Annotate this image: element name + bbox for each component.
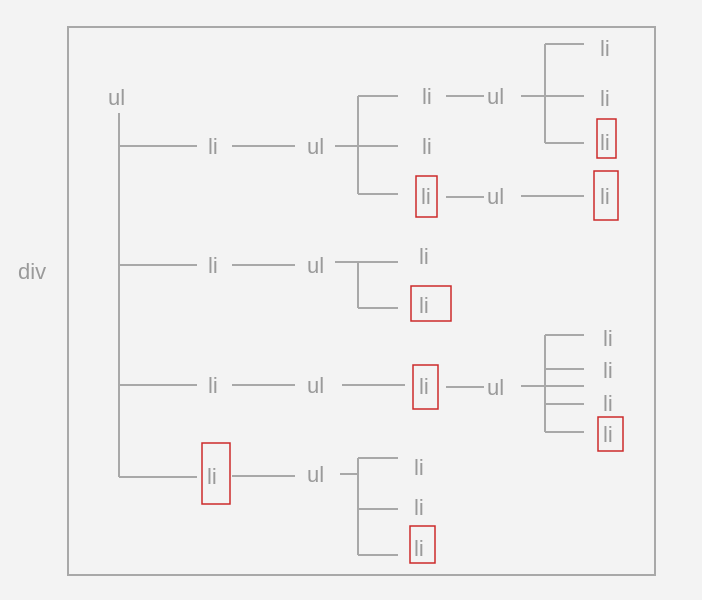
li-node: li	[603, 422, 613, 447]
li-node: li	[600, 130, 610, 155]
ul-node: ul	[307, 462, 324, 487]
ul-node: ul	[487, 84, 504, 109]
li-node: li	[208, 134, 218, 159]
li-node: li	[600, 184, 610, 209]
root-ul-label: ul	[108, 85, 125, 110]
root-connectors	[118, 113, 197, 478]
li-node: li	[414, 455, 424, 480]
leaf-highlight-box	[201, 442, 231, 505]
li-node: li	[600, 36, 610, 61]
ul-node: ul	[487, 375, 504, 400]
branch-3: li ul li ul li li li li	[208, 326, 624, 452]
li-node: li	[414, 495, 424, 520]
li-node: li	[208, 373, 218, 398]
leaf-highlight-box	[597, 416, 624, 452]
li-node: li	[600, 86, 610, 111]
li-node: li	[419, 374, 429, 399]
li-node: li	[422, 84, 432, 109]
leaf-highlight-box	[409, 525, 436, 564]
li-node: li	[208, 253, 218, 278]
li-node: li	[422, 134, 432, 159]
ul-node: ul	[307, 373, 324, 398]
li-node: li	[603, 391, 613, 416]
ul-node: ul	[487, 184, 504, 209]
branch-4: li ul li li li	[201, 442, 436, 564]
li-node: li	[603, 326, 613, 351]
ul-node: ul	[307, 134, 324, 159]
li-node: li	[421, 184, 431, 209]
div-container-frame	[67, 26, 656, 576]
li-node: li	[419, 293, 429, 318]
leaf-highlight-box	[415, 175, 438, 218]
leaf-highlight-box	[410, 285, 452, 322]
branch-2: li ul li li	[208, 244, 452, 322]
li-node: li	[414, 536, 424, 561]
li-node: li	[419, 244, 429, 269]
branch-1: li ul li ul li li li li li ul li	[208, 36, 619, 221]
leaf-highlight-box	[593, 170, 619, 221]
div-label: div	[18, 259, 46, 284]
li-node: li	[207, 464, 217, 489]
li-node: li	[603, 358, 613, 383]
ul-node: ul	[307, 253, 324, 278]
leaf-highlight-box	[596, 118, 617, 159]
leaf-highlight-box	[412, 364, 439, 410]
